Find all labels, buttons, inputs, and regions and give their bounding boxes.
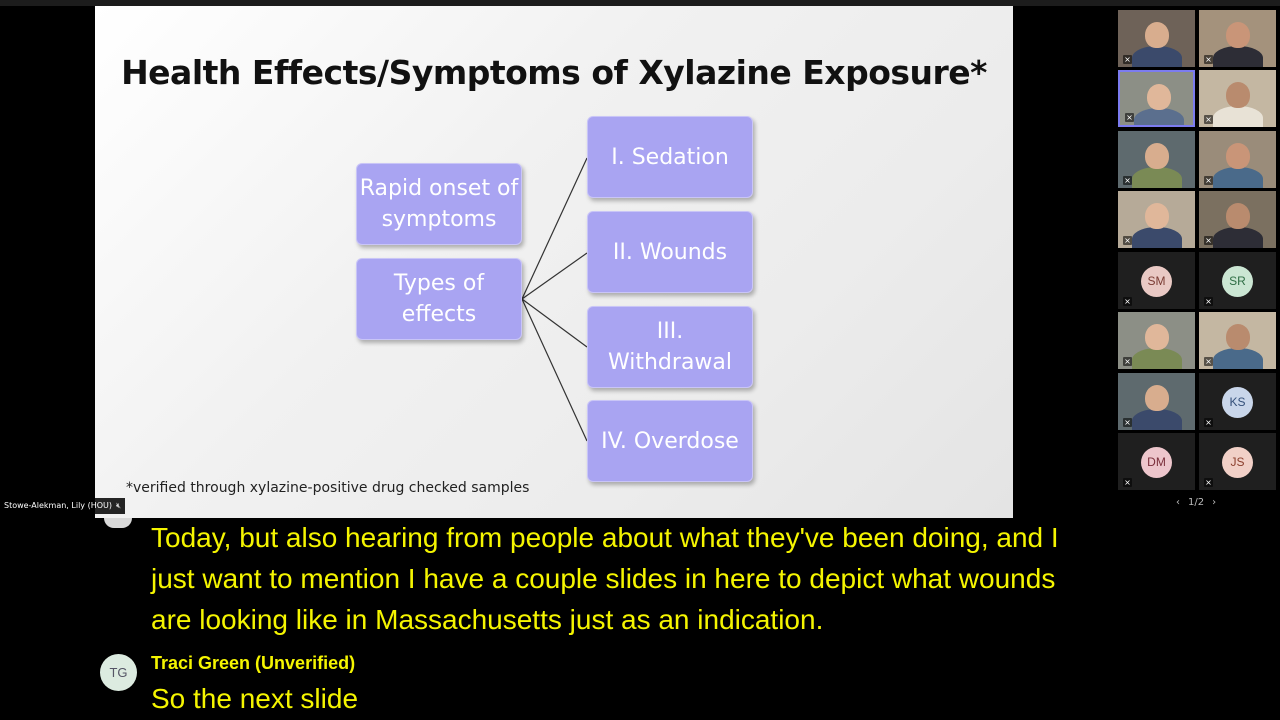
mic-muted-icon: × <box>1123 236 1132 245</box>
participant-video-body <box>1213 227 1263 248</box>
participant-video-face <box>1226 143 1250 169</box>
participant-video-body <box>1213 167 1263 188</box>
speaker-name: Traci Green (Unverified) <box>151 653 356 673</box>
participant-avatar: KS <box>1222 387 1253 418</box>
connector-lines <box>521 157 588 442</box>
slide-title: Health Effects/Symptoms of Xylazine Expo… <box>121 53 987 92</box>
participant-tile[interactable]: × <box>1199 10 1276 67</box>
speaker-avatar: TG <box>100 654 137 691</box>
slide-footnote: *verified through xylazine-positive drug… <box>126 480 530 496</box>
mic-muted-icon: × <box>1204 297 1213 306</box>
participant-video-face <box>1226 22 1250 48</box>
connector-overdose <box>521 298 588 442</box>
participant-video-face <box>1145 324 1169 350</box>
box-wounds: II. Wounds <box>587 211 753 293</box>
participant-avatar: JS <box>1222 447 1253 478</box>
mic-muted-icon: × <box>1204 418 1213 427</box>
participant-video-body <box>1132 167 1182 188</box>
presenter-name: Stowe-Alekman, Lily (HOU) <box>4 501 112 510</box>
participant-avatar: SM <box>1141 266 1172 297</box>
mic-muted-icon: × <box>1125 113 1134 122</box>
mic-muted-icon: × <box>1123 176 1132 185</box>
box-withdrawal: III. Withdrawal <box>587 306 753 388</box>
participant-video-body <box>1132 348 1182 369</box>
participant-tile[interactable]: KS × <box>1199 373 1276 430</box>
participant-tile[interactable]: × <box>1199 312 1276 369</box>
participant-video-body <box>1132 46 1182 67</box>
mic-muted-icon: × <box>1123 55 1132 64</box>
mic-muted-icon: × <box>1123 297 1132 306</box>
connector-sedation <box>521 157 588 300</box>
gallery-pager: ‹ 1/2 › <box>1172 497 1220 508</box>
participant-video-face <box>1147 84 1171 110</box>
mic-muted-icon: × <box>1204 478 1213 487</box>
caption-line-3: are looking like in Massachusetts just a… <box>151 604 824 635</box>
participant-video-body <box>1213 348 1263 369</box>
participant-video-body <box>1134 108 1184 125</box>
participant-video-face <box>1145 143 1169 169</box>
connector-withdrawal <box>521 298 588 348</box>
mic-muted-icon: × <box>1204 115 1213 124</box>
participant-video-face <box>1226 82 1250 108</box>
mic-muted-icon: × <box>1123 357 1132 366</box>
participant-avatar: SR <box>1222 266 1253 297</box>
participant-tile[interactable]: × <box>1199 70 1276 127</box>
mic-muted-icon: × <box>1204 55 1213 64</box>
participant-tile[interactable]: × <box>1118 191 1195 248</box>
box-overdose: IV. Overdose <box>587 400 753 482</box>
connector-wounds <box>521 252 588 300</box>
participant-tile[interactable]: × <box>1118 373 1195 430</box>
participant-tile[interactable]: × <box>1118 10 1195 67</box>
mic-muted-icon: × <box>1204 357 1213 366</box>
participant-video-body <box>1213 106 1263 127</box>
participant-tile[interactable]: × <box>1118 312 1195 369</box>
participant-video-body <box>1132 409 1182 430</box>
participant-tile[interactable]: DM × <box>1118 433 1195 490</box>
participant-tile[interactable]: × <box>1118 131 1195 188</box>
pager-label: 1/2 <box>1188 497 1205 508</box>
caption-line-2: just want to mention I have a couple sli… <box>151 563 1056 594</box>
mic-muted-icon: × <box>1123 478 1132 487</box>
caption-line-1: Today, but also hearing from people abou… <box>151 522 1059 553</box>
participant-video-face <box>1145 22 1169 48</box>
participant-tile[interactable]: × <box>1199 191 1276 248</box>
mic-muted-icon: 🔇︎ <box>115 501 122 510</box>
shared-slide: Health Effects/Symptoms of Xylazine Expo… <box>95 6 1013 518</box>
box-rapid-onset: Rapid onset of symptoms <box>356 163 522 245</box>
participant-video-body <box>1132 227 1182 248</box>
participant-video-face <box>1145 385 1169 411</box>
participant-avatar: DM <box>1141 447 1172 478</box>
participant-video-face <box>1145 203 1169 229</box>
speaker-caption: So the next slide <box>151 683 359 714</box>
participant-tile[interactable]: × <box>1199 131 1276 188</box>
pager-next-icon[interactable]: › <box>1212 497 1217 508</box>
mic-muted-icon: × <box>1204 236 1213 245</box>
pager-prev-icon[interactable]: ‹ <box>1176 497 1180 508</box>
presenter-name-tag: Stowe-Alekman, Lily (HOU)🔇︎ <box>0 498 126 514</box>
participant-tile[interactable]: SM × <box>1118 252 1195 309</box>
box-sedation: I. Sedation <box>587 116 753 198</box>
participant-video-face <box>1226 324 1250 350</box>
participant-tile[interactable]: × <box>1118 70 1195 127</box>
participant-video-face <box>1226 203 1250 229</box>
window-top-strip <box>0 0 1280 6</box>
mic-muted-icon: × <box>1123 418 1132 427</box>
previous-speaker-avatar <box>104 518 132 528</box>
participant-tile[interactable]: JS × <box>1199 433 1276 490</box>
participant-video-body <box>1213 46 1263 67</box>
mic-muted-icon: × <box>1204 176 1213 185</box>
box-types-of-effects: Types of effects <box>356 258 522 340</box>
participant-tile[interactable]: SR × <box>1199 252 1276 309</box>
live-captions-panel: Today, but also hearing from people abou… <box>0 518 1280 720</box>
